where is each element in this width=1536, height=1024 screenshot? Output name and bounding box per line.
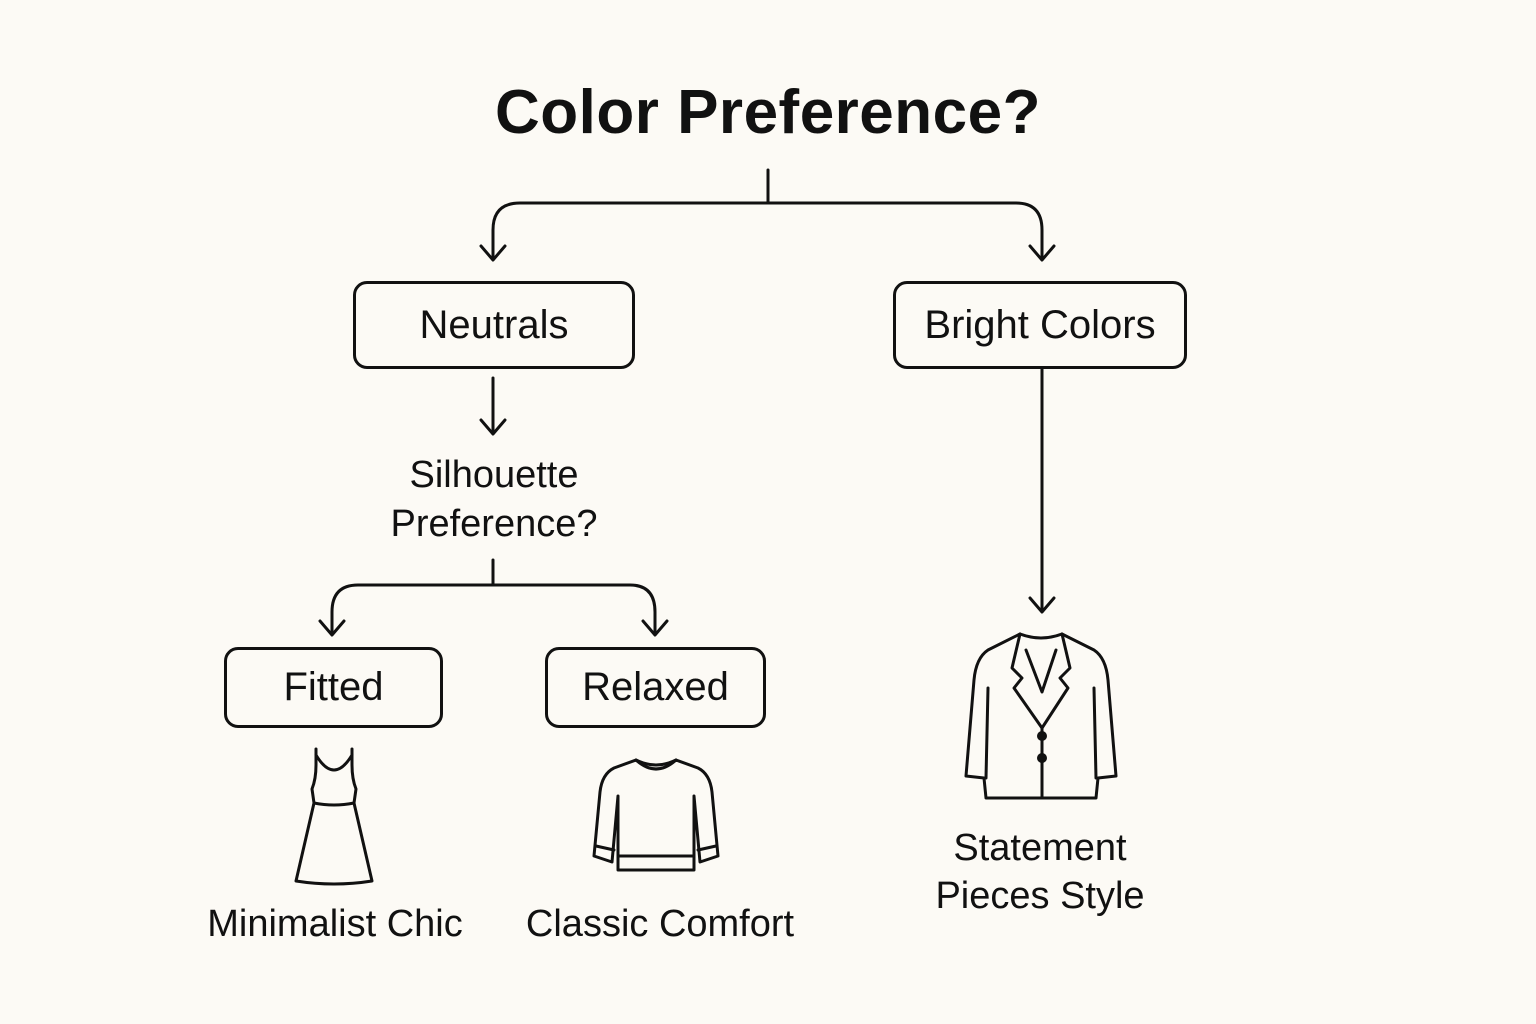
node-neutrals-label: Neutrals xyxy=(419,302,569,347)
node-bright-colors: Bright Colors xyxy=(893,281,1187,369)
dress-icon xyxy=(294,747,374,886)
outcome-statement-line1: Statement xyxy=(953,827,1127,869)
blazer-button-top xyxy=(1037,731,1047,741)
node-fitted: Fitted xyxy=(224,647,443,728)
arrowhead-neutrals xyxy=(479,244,507,262)
arrowhead-statement xyxy=(1028,596,1056,614)
connector-silhouette-right xyxy=(491,583,657,635)
arrowhead-fitted xyxy=(318,619,346,637)
node-bright-colors-label: Bright Colors xyxy=(924,302,1156,347)
node-neutrals: Neutrals xyxy=(353,281,635,369)
silhouette-question-line2: Preference? xyxy=(390,503,598,545)
node-relaxed: Relaxed xyxy=(545,647,766,728)
silhouette-question-line1: Silhouette xyxy=(409,454,579,496)
sweater-icon xyxy=(592,758,720,872)
outcome-statement-line2: Pieces Style xyxy=(935,875,1145,917)
connector-silhouette-left xyxy=(330,583,495,635)
blazer-button-bottom xyxy=(1037,753,1047,763)
arrowhead-relaxed xyxy=(641,619,669,637)
connector-title-right xyxy=(766,201,1044,260)
outcome-minimalist-chic: Minimalist Chic xyxy=(207,903,463,945)
arrowhead-silhouette xyxy=(479,418,507,436)
diagram-title: Color Preference? xyxy=(494,78,1041,147)
outcome-classic-comfort: Classic Comfort xyxy=(525,903,795,945)
arrowhead-bright xyxy=(1028,244,1056,262)
blazer-icon xyxy=(964,632,1118,800)
connector-title-left xyxy=(491,201,770,260)
node-relaxed-label: Relaxed xyxy=(582,665,729,709)
node-fitted-label: Fitted xyxy=(283,665,384,709)
